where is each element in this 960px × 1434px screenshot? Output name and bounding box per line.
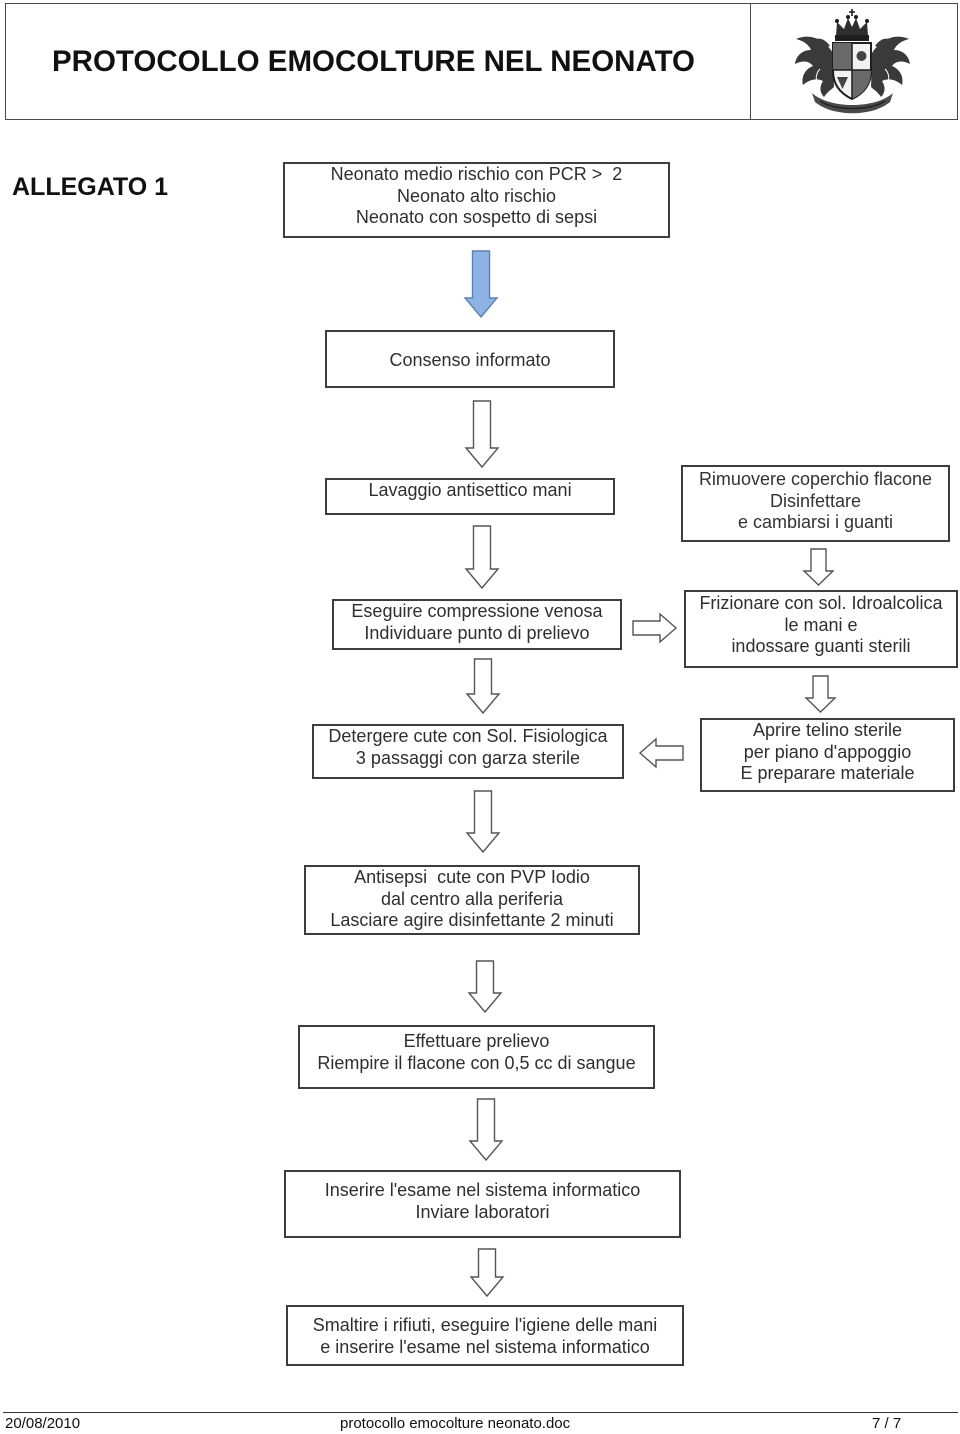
footer-divider [3,1412,958,1413]
flow-box-text: Smaltire i rifiuti, eseguire l'igiene de… [312,1315,658,1335]
flow-box-text: Inserire l'esame nel sistema informatico [324,1180,641,1200]
flow-box-blood-draw: Effettuare prelievo Riempire il flacone … [298,1025,655,1089]
down-arrow-icon [467,960,503,1014]
down-arrow-icon [468,1098,504,1162]
document-header: PROTOCOLLO EMOCOLTURE NEL NEONATO [5,3,958,120]
flow-box-text: Eseguire compressione venosa [351,601,603,621]
flow-box-text: Neonato medio rischio con PCR > 2 [330,164,623,184]
flow-box-bottle-prep: Rimuovere coperchio flacone Disinfettare… [681,465,950,542]
header-divider [750,4,751,119]
down-arrow-icon [463,250,499,319]
flow-box-consent: Consenso informato [325,330,615,388]
flow-box-text: Disinfettare [769,490,862,511]
flow-box-sterile-gloves: Frizionare con sol. Idroalcolica le mani… [684,590,958,668]
flow-box-text: le mani e [784,614,858,635]
right-arrow-icon [632,612,678,644]
flow-box-text: Neonato con sospetto di sepsi [355,207,598,227]
left-arrow-icon [638,737,684,769]
flow-box-start: Neonato medio rischio con PCR > 2 Neonat… [283,162,670,238]
flow-box-text: e cambiarsi i guanti [737,512,894,532]
flow-box-skin-cleansing: Detergere cute con Sol. Fisiologica 3 pa… [312,724,624,779]
down-arrow-icon [804,675,837,713]
footer-page-number: 7 / 7 [872,1415,902,1432]
flow-box-sterile-field: Aprire telino sterile per piano d'appogg… [700,718,955,792]
flow-box-hand-wash: Lavaggio antisettico mani [325,478,615,515]
down-arrow-icon [464,400,500,469]
flow-box-text: E preparare materiale [740,763,915,783]
down-arrow-icon [464,525,500,590]
flow-box-text: per piano d'appoggio [743,741,912,762]
flow-box-text: Consenso informato [389,350,551,370]
down-arrow-icon [469,1248,505,1298]
flow-box-text: Neonato alto rischio [396,185,557,206]
flow-box-vein-compression: Eseguire compressione venosa Individuare… [332,599,622,650]
flow-box-text: e inserire l'esame nel sistema informati… [320,1336,650,1357]
down-arrow-icon [802,548,835,586]
flow-box-text: 3 passaggi con garza sterile [355,747,581,768]
coat-of-arms-icon [795,9,910,114]
down-arrow-icon [465,790,501,854]
flow-box-text: dal centro alla periferia [380,888,564,909]
flow-box-data-entry: Inserire l'esame nel sistema informatico… [284,1170,681,1238]
flow-box-text: Inviare laboratori [415,1201,550,1222]
page-title: PROTOCOLLO EMOCOLTURE NEL NEONATO [52,45,696,78]
flow-box-text: Antisepsi cute con PVP Iodio [354,867,590,887]
flow-box-text: Rimuovere coperchio flacone [698,469,933,489]
flow-box-text: Lasciare agire disinfettante 2 minuti [330,910,614,930]
flow-box-text: Lavaggio antisettico mani [368,480,572,500]
flow-box-text: Individuare punto di prelievo [364,622,590,643]
flow-box-disposal: Smaltire i rifiuti, eseguire l'igiene de… [286,1305,684,1366]
flow-box-text: indossare guanti sterili [731,636,911,656]
footer-date: 20/08/2010 [5,1415,81,1432]
flow-box-text: Effettuare prelievo [403,1031,550,1051]
flow-box-skin-antisepsis: Antisepsi cute con PVP Iodio dal centro … [304,865,640,935]
footer-filename: protocollo emocolture neonato.doc [340,1415,571,1432]
flow-box-text: Detergere cute con Sol. Fisiologica [328,726,608,746]
flow-box-text: Riempire il flacone con 0,5 cc di sangue [317,1052,636,1073]
attachment-label: ALLEGATO 1 [12,173,169,201]
flow-box-text: Aprire telino sterile [752,720,903,740]
down-arrow-icon [465,658,501,715]
flow-box-text: Frizionare con sol. Idroalcolica [699,593,943,613]
